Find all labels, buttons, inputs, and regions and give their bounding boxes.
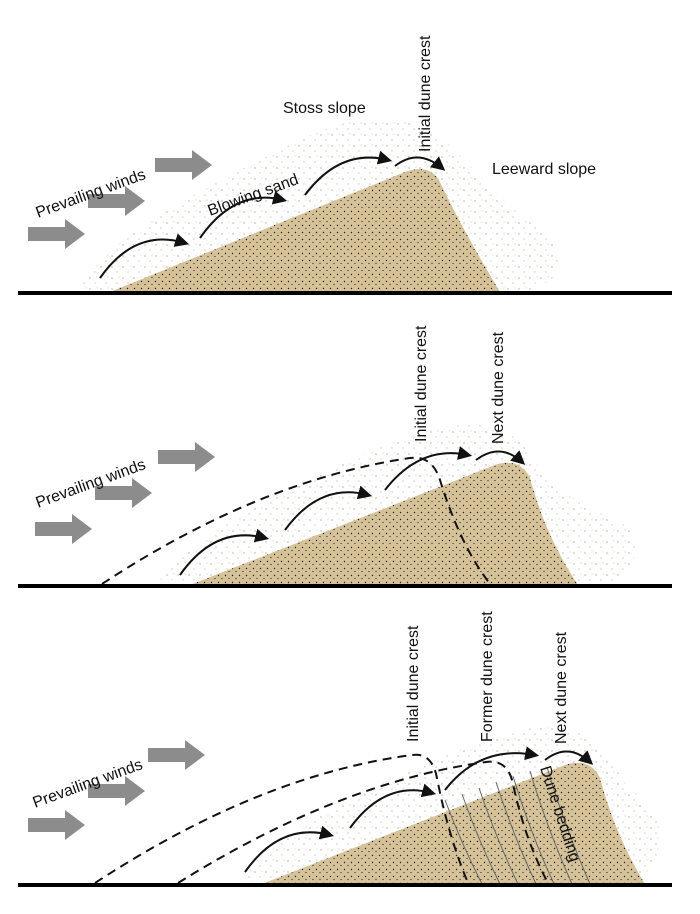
stoss-slope-label: Stoss slope <box>283 100 366 117</box>
wind-arrow-icon <box>28 810 85 840</box>
saltation-arrow-icon <box>349 783 437 829</box>
initial-dune-profile <box>94 753 469 884</box>
initial-crest-label: Initial dune crest <box>417 35 434 152</box>
former-dune-profile <box>177 760 549 884</box>
saltation-arrow-icon <box>304 150 393 196</box>
wind-arrow-icon <box>88 776 145 806</box>
initial-dune-profile <box>101 456 491 585</box>
saltation-arrow-icon <box>199 190 288 239</box>
wind-arrow-icon <box>158 442 215 472</box>
saltation-arrow-icon <box>384 446 473 491</box>
saltation-arrow-icon <box>475 450 526 465</box>
dune-bedding-lines <box>444 766 591 885</box>
wind-arrow-icon <box>95 478 152 508</box>
wind-arrow-icon <box>155 150 212 180</box>
initial-crest-label: Initial dune crest <box>405 625 422 742</box>
saltation-arrow-icon <box>394 156 446 171</box>
saltation-arrow-icon <box>544 750 594 765</box>
saltation-arrow-icon <box>284 485 373 531</box>
saltation-arrow-icon <box>244 825 335 873</box>
wind-arrow-icon <box>148 740 205 770</box>
next-crest-label: Next dune crest <box>490 331 507 444</box>
panel-1: Prevailing winds Stoss slope Blowing san… <box>18 35 672 295</box>
wind-arrow-icon <box>88 186 145 216</box>
saltation-arrow-icon <box>179 528 270 576</box>
saltation-arrow-icon <box>444 746 540 791</box>
former-crest-label: Former dune crest <box>479 611 496 742</box>
next-crest-label: Next dune crest <box>553 631 570 744</box>
leeward-slope-label: Leeward slope <box>492 161 596 178</box>
initial-crest-label: Initial dune crest <box>413 325 430 442</box>
wind-arrow-icon <box>35 514 92 544</box>
wind-label: Prevailing winds <box>34 456 148 512</box>
panel-3: Prevailing winds Initial dune crest Form… <box>18 611 672 887</box>
panel-2: Prevailing winds Initial dune crest Next… <box>18 325 672 588</box>
saltation-arrow-icon <box>99 233 190 279</box>
wind-arrow-icon <box>28 219 85 249</box>
